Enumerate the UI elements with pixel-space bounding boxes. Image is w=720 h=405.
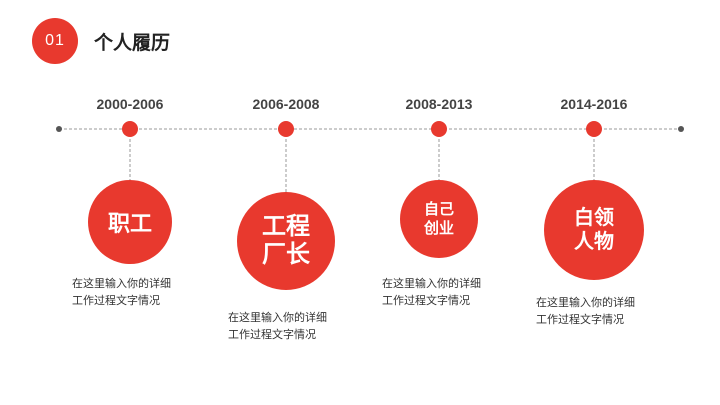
description-line: 工作过程文字情况	[228, 329, 316, 341]
timeline-dot-2	[278, 121, 294, 137]
section-number: 01	[45, 32, 65, 49]
year-label-4: 2014-2016	[560, 96, 628, 112]
description-3: 在这里输入你的详细 工作过程文字情况	[382, 276, 512, 310]
role-circle-1: 职工	[88, 180, 172, 264]
role-line: 工程	[262, 213, 310, 240]
role-line: 职工	[107, 211, 152, 236]
description-line: 工作过程文字情况	[382, 295, 470, 307]
year-label-1: 2000-2006	[96, 96, 164, 112]
role-circle-3: 自己 创业	[400, 180, 478, 258]
role-line: 白领	[574, 207, 614, 229]
timeline-dot-3	[431, 121, 447, 137]
role-line: 创业	[423, 220, 454, 237]
role-circle-2: 工程 厂长	[237, 192, 335, 290]
role-circle-4: 白领 人物	[544, 180, 644, 280]
timeline-dot-4	[586, 121, 602, 137]
description-1: 在这里输入你的详细 工作过程文字情况	[72, 276, 202, 310]
timeline-dot-1	[122, 121, 138, 137]
section-number-badge: 01	[32, 18, 78, 64]
role-line: 厂长	[262, 241, 310, 268]
timeline-end-left	[56, 126, 62, 132]
description-4: 在这里输入你的详细 工作过程文字情况	[536, 295, 666, 329]
year-label-3: 2008-2013	[405, 96, 473, 112]
description-2: 在这里输入你的详细 工作过程文字情况	[228, 310, 358, 344]
description-line: 在这里输入你的详细	[228, 312, 327, 324]
role-line: 自己	[423, 201, 454, 218]
description-line: 在这里输入你的详细	[382, 278, 481, 290]
description-line: 在这里输入你的详细	[536, 297, 635, 309]
year-label-2: 2006-2008	[252, 96, 320, 112]
timeline-end-right	[678, 126, 684, 132]
description-line: 在这里输入你的详细	[72, 278, 171, 290]
description-line: 工作过程文字情况	[536, 314, 624, 326]
page-title: 个人履历	[94, 33, 171, 54]
description-line: 工作过程文字情况	[72, 295, 160, 307]
role-line: 人物	[574, 231, 614, 253]
